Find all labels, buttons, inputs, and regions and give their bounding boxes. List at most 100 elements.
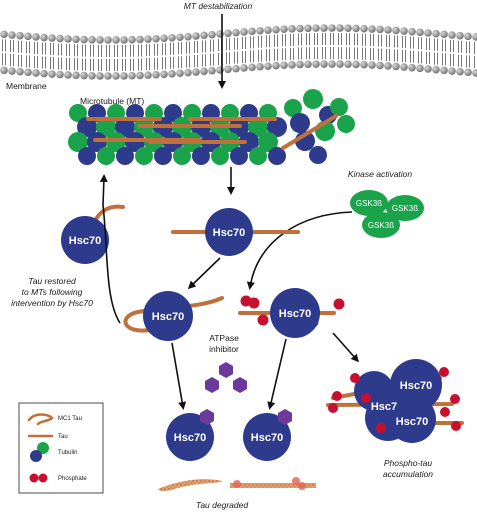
gsk3b-label: GSK3ß	[392, 204, 418, 213]
legend-mc1-tau-label: MC1 Tau	[58, 416, 82, 422]
lipid-head	[240, 28, 248, 36]
to-hsc70-mc1-arrow	[187, 257, 221, 290]
tubulin-subunit	[69, 104, 87, 122]
lipid-head	[200, 67, 208, 76]
lipid-head	[264, 62, 272, 70]
tau-restored-label-2: to MTs following	[22, 287, 83, 297]
mt-destabilization-label: MT destabilization	[184, 1, 253, 11]
lipid-head	[392, 62, 400, 71]
legend: MC1 Tau Tau Tubulin Phosphate	[18, 402, 104, 494]
degradation-arrow-left	[171, 342, 187, 410]
lipid-head	[464, 32, 472, 41]
lipid-head	[144, 71, 152, 79]
lipid-head	[120, 36, 128, 44]
lipid-head	[368, 25, 376, 33]
lipid-head	[112, 72, 120, 80]
kinase-arrow	[246, 211, 353, 290]
lipid-head	[136, 71, 144, 80]
tubulin-subunit	[239, 132, 259, 152]
lipid-head	[80, 71, 88, 80]
lipid-head	[352, 60, 360, 69]
tubulin-subunit	[78, 147, 96, 165]
tubulin-subunit	[192, 147, 210, 165]
lipid-head	[376, 61, 384, 70]
lipid-head	[160, 34, 168, 43]
legend-phosphate-swatch	[29, 473, 39, 483]
lipid-head	[24, 68, 32, 77]
lipid-head	[280, 25, 288, 34]
lipid-head	[192, 68, 200, 76]
lipid-head	[456, 67, 464, 76]
hsc70-label: Hsc70	[396, 416, 428, 428]
lipid-head	[160, 70, 168, 79]
lipid-head	[312, 24, 320, 32]
hsc70-label: Hsc70	[213, 227, 245, 239]
membrane-label: Membrane	[6, 81, 47, 91]
tubulin-subunit	[135, 147, 153, 165]
lipid-head	[136, 35, 144, 44]
legend-tau-label: Tau	[58, 434, 68, 440]
lipid-head	[104, 72, 112, 80]
lipid-head	[448, 67, 456, 75]
lipid-head	[424, 29, 432, 37]
lipid-head	[128, 35, 136, 44]
hsc70-label: Hsc70	[174, 432, 206, 444]
lipid-head	[24, 32, 32, 41]
gsk3b-enzyme	[362, 212, 400, 238]
lipid-head	[336, 24, 344, 32]
hsc70-inhibited-left	[166, 413, 214, 461]
legend-mc1-tau-swatch	[27, 413, 54, 426]
lipid-head	[56, 70, 64, 79]
gsk3b-label: GSK3ß	[368, 221, 394, 230]
tau-restored-label-1: Tau restored	[28, 276, 76, 286]
microtubule	[68, 104, 287, 165]
phospho-tau-label-2: accumulation	[383, 469, 433, 479]
tubulin-subunit	[154, 147, 172, 165]
hsc70-inhibited-right	[243, 413, 291, 461]
lipid-head	[72, 71, 80, 80]
tubulin-subunit	[77, 117, 97, 137]
phospho-tau-accumulation: Hsc70 Hsc7 Hsc70	[326, 359, 464, 443]
lipid-head	[272, 61, 280, 70]
tubulin-subunit	[258, 132, 278, 152]
hsc70-mc1	[143, 291, 193, 341]
lipid-head	[224, 29, 232, 38]
lipid-head	[272, 25, 280, 34]
tubulin-subunit	[115, 117, 135, 137]
lipid-head	[400, 63, 408, 71]
lipid-head	[232, 28, 240, 37]
hsc70-label: Hsc70	[400, 380, 432, 392]
lipid-head	[64, 71, 72, 79]
lipid-head	[312, 60, 320, 68]
lipid-head	[376, 25, 384, 34]
gsk3b-enzyme	[350, 190, 388, 216]
lipid-head	[400, 27, 408, 35]
hsc70-left	[61, 216, 109, 264]
lipid-head	[208, 66, 216, 75]
lipid-head	[32, 69, 40, 77]
lipid-head	[264, 26, 272, 34]
lipid-head	[288, 61, 296, 69]
lipid-head	[208, 30, 216, 39]
lipid-head	[240, 64, 248, 72]
lipid-head	[96, 72, 104, 80]
lipid-head	[64, 35, 72, 43]
lipid-head	[40, 33, 48, 42]
tubulin-subunit	[267, 117, 287, 137]
gsk3b-label: GSK3ß	[356, 199, 382, 208]
tubulin-subunit	[249, 147, 267, 165]
lipid-head	[408, 63, 416, 72]
atpase-inhibitor-label-2: inhibitor	[209, 344, 239, 354]
tubulin-subunit	[164, 104, 182, 122]
legend-tubulin-green	[37, 442, 49, 454]
microtubule-label: Microtubule (MT)	[80, 96, 144, 106]
phospho-tau-label-1: Phospho-tau	[384, 458, 432, 468]
tubulin-subunit	[97, 147, 115, 165]
lipid-head	[80, 35, 88, 44]
tubulin-subunit	[96, 117, 116, 137]
hsc70-label: Hsc70	[69, 235, 101, 247]
lipid-head	[248, 63, 256, 72]
gsk3b-enzyme	[386, 195, 424, 221]
lipid-head	[424, 65, 432, 73]
lipid-head	[344, 24, 352, 33]
